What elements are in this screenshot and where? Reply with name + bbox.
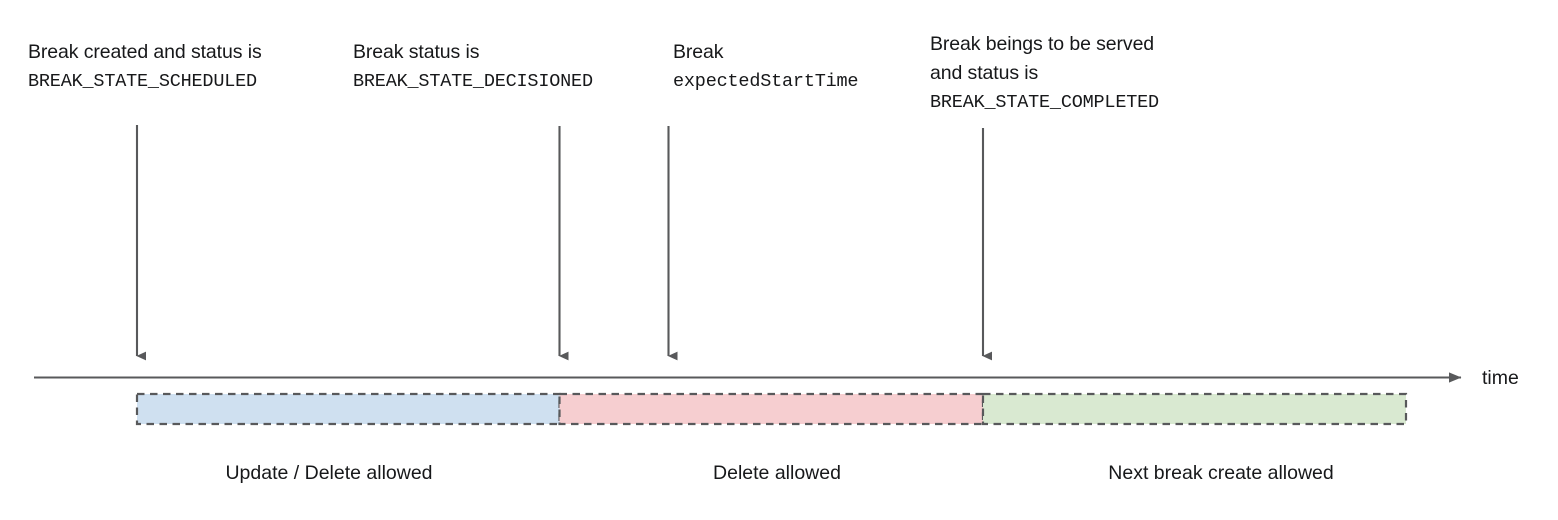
annotation-break-served-completed: Break beings to be served and status is … <box>930 30 1159 117</box>
annotation-line-constant: BREAK_STATE_DECISIONED <box>353 71 593 92</box>
phase-bar-delete-allowed <box>558 392 985 426</box>
annotation-line-constant: BREAK_STATE_COMPLETED <box>930 92 1159 113</box>
annotation-break-created-scheduled: Break created and status is BREAK_STATE_… <box>28 38 262 96</box>
annotation-line: Break status is <box>353 41 480 63</box>
time-axis-label: time <box>1482 367 1519 389</box>
phase-label-delete-allowed: Delete allowed <box>713 462 841 484</box>
phase-bar-next-break-create-allowed <box>981 392 1408 426</box>
annotation-line-constant: BREAK_STATE_SCHEDULED <box>28 71 257 92</box>
annotation-line: and status is <box>930 62 1039 84</box>
annotation-line: Break beings to be served <box>930 33 1155 55</box>
event-marker-arrows <box>135 125 992 361</box>
annotation-line: Break <box>673 41 724 63</box>
phase-bar-update-delete-allowed <box>135 392 561 426</box>
phase-bars <box>135 392 1408 426</box>
phase-label-update-delete-allowed: Update / Delete allowed <box>225 462 433 484</box>
annotation-line-constant: expectedStartTime <box>673 71 859 92</box>
annotation-break-expected-start-time: Break expectedStartTime <box>673 38 859 96</box>
phase-label-next-break-create-allowed: Next break create allowed <box>1108 462 1334 484</box>
annotation-break-decisioned: Break status is BREAK_STATE_DECISIONED <box>353 38 593 96</box>
annotation-line: Break created and status is <box>28 41 262 63</box>
